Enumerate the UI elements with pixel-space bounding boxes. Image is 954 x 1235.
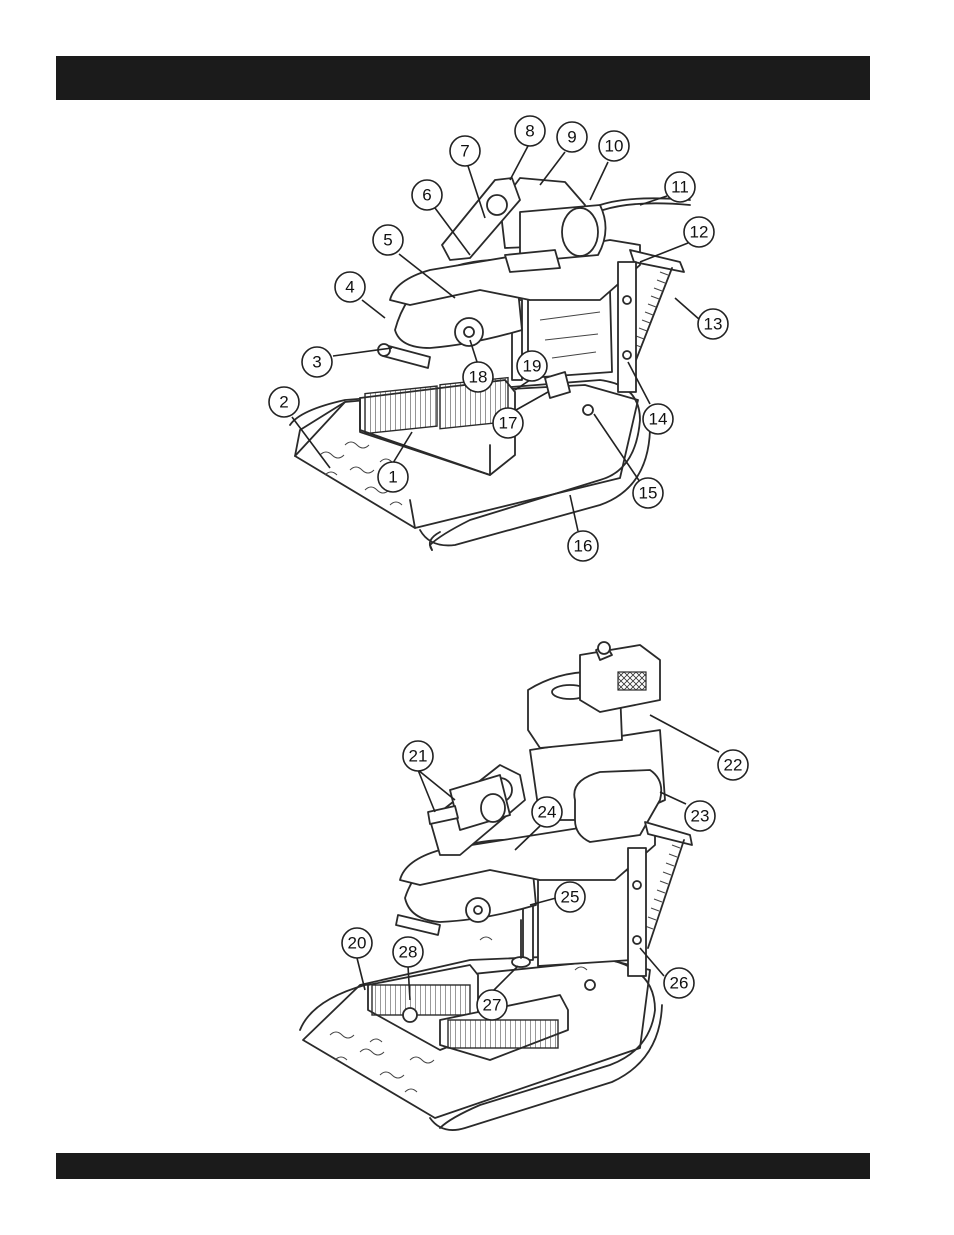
svg-text:20: 20: [348, 934, 367, 953]
callout-18: 18: [463, 362, 493, 392]
callout-24: 24: [532, 797, 562, 827]
callout-28: 28: [393, 937, 423, 967]
svg-text:17: 17: [499, 414, 518, 433]
callout-23: 23: [685, 801, 715, 831]
svg-text:14: 14: [649, 410, 668, 429]
svg-text:25: 25: [561, 888, 580, 907]
callout-12: 12: [684, 217, 714, 247]
callout-3: 3: [302, 347, 332, 377]
callout-14: 14: [643, 404, 673, 434]
callout-27: 27: [477, 990, 507, 1020]
svg-text:27: 27: [483, 996, 502, 1015]
callout-20: 20: [342, 928, 372, 958]
svg-text:4: 4: [345, 278, 354, 297]
callout-10: 10: [599, 131, 629, 161]
callout-7: 7: [450, 136, 480, 166]
callout-13: 13: [698, 309, 728, 339]
gas-saw-drawing: [300, 642, 692, 1130]
svg-text:22: 22: [724, 756, 743, 775]
svg-text:8: 8: [525, 122, 534, 141]
svg-text:15: 15: [639, 484, 658, 503]
svg-text:6: 6: [422, 186, 431, 205]
svg-text:19: 19: [523, 357, 542, 376]
svg-text:10: 10: [605, 137, 624, 156]
callout-5: 5: [373, 225, 403, 255]
svg-text:24: 24: [538, 803, 557, 822]
svg-text:18: 18: [469, 368, 488, 387]
callout-1: 1: [378, 462, 408, 492]
svg-text:11: 11: [671, 178, 689, 197]
svg-text:7: 7: [460, 142, 469, 161]
callout-19: 19: [517, 351, 547, 381]
callout-11: 11: [665, 172, 695, 202]
callout-8: 8: [515, 116, 545, 146]
svg-text:9: 9: [567, 128, 576, 147]
svg-text:2: 2: [279, 393, 288, 412]
callout-25: 25: [555, 882, 585, 912]
callout-17: 17: [493, 408, 523, 438]
callout-16: 16: [568, 531, 598, 561]
callout-15: 15: [633, 478, 663, 508]
callout-6: 6: [412, 180, 442, 210]
svg-text:3: 3: [312, 353, 321, 372]
callout-22: 22: [718, 750, 748, 780]
svg-text:28: 28: [399, 943, 418, 962]
svg-text:26: 26: [670, 974, 689, 993]
electric-saw-drawing: [290, 178, 690, 550]
svg-text:12: 12: [690, 223, 709, 242]
callout-26: 26: [664, 968, 694, 998]
callout-2: 2: [269, 387, 299, 417]
callout-9: 9: [557, 122, 587, 152]
svg-text:13: 13: [704, 315, 723, 334]
svg-text:21: 21: [409, 747, 428, 766]
callout-21: 21: [403, 741, 433, 771]
svg-text:1: 1: [388, 468, 397, 487]
footer-bar: [56, 1153, 870, 1179]
svg-text:16: 16: [574, 537, 593, 556]
svg-text:23: 23: [691, 807, 710, 826]
callout-4: 4: [335, 272, 365, 302]
svg-text:5: 5: [383, 231, 392, 250]
